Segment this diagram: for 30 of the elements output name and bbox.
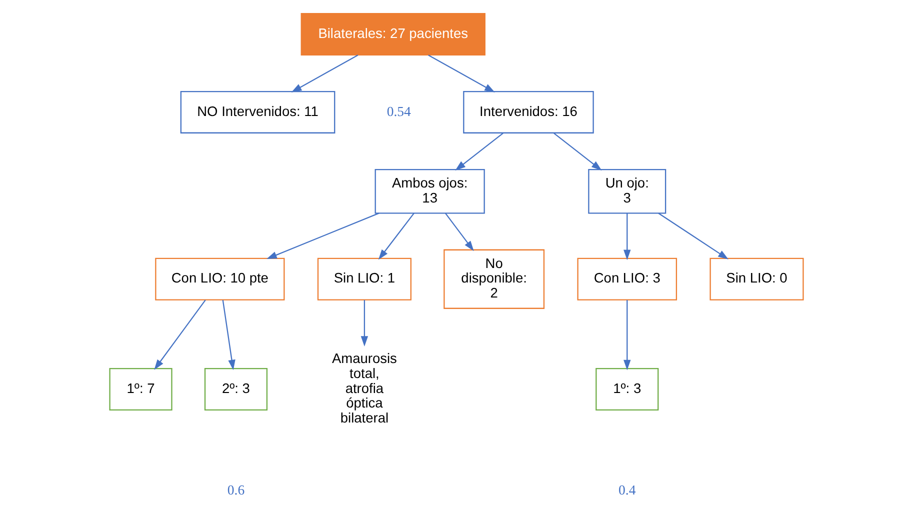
arrow: [623, 300, 630, 370]
node-box: 1º: 7: [108, 368, 172, 410]
arrow: [378, 212, 414, 260]
node-box: Un ojo: 3: [588, 168, 666, 214]
arrow: [222, 299, 235, 370]
node-box: Con LIO: 3: [576, 257, 677, 300]
label: 0.4: [618, 482, 636, 497]
arrow: [428, 54, 494, 92]
node-box: Bilaterales: 27 pacientes: [300, 12, 485, 55]
node-box: NO Intervenidos: 11: [180, 90, 335, 133]
label: 0.54: [386, 103, 410, 118]
node-box: Con LIO: 10 pte: [154, 257, 284, 300]
node-box: Ambos ojos: 13: [374, 168, 484, 214]
label: 0.6: [226, 482, 244, 497]
node-box: Intervenidos: 16: [462, 90, 594, 133]
arrow: [360, 300, 368, 346]
arrow: [553, 132, 602, 170]
arrow: [266, 212, 379, 259]
node-box: 2º: 3: [204, 368, 268, 410]
arrow: [154, 299, 206, 370]
arrow: [290, 54, 358, 92]
node-box: 1º: 3: [595, 368, 658, 410]
arrow: [658, 212, 728, 259]
node-box: Sin LIO: 0: [709, 257, 804, 300]
arrow: [623, 212, 630, 260]
arrow: [444, 212, 474, 251]
node-box: Sin LIO: 1: [316, 257, 411, 300]
node-box: No disponible: 2: [443, 248, 544, 308]
arrow: [454, 132, 503, 170]
node-text: Amaurosis total, atrofia óptica bilateral: [331, 350, 396, 426]
